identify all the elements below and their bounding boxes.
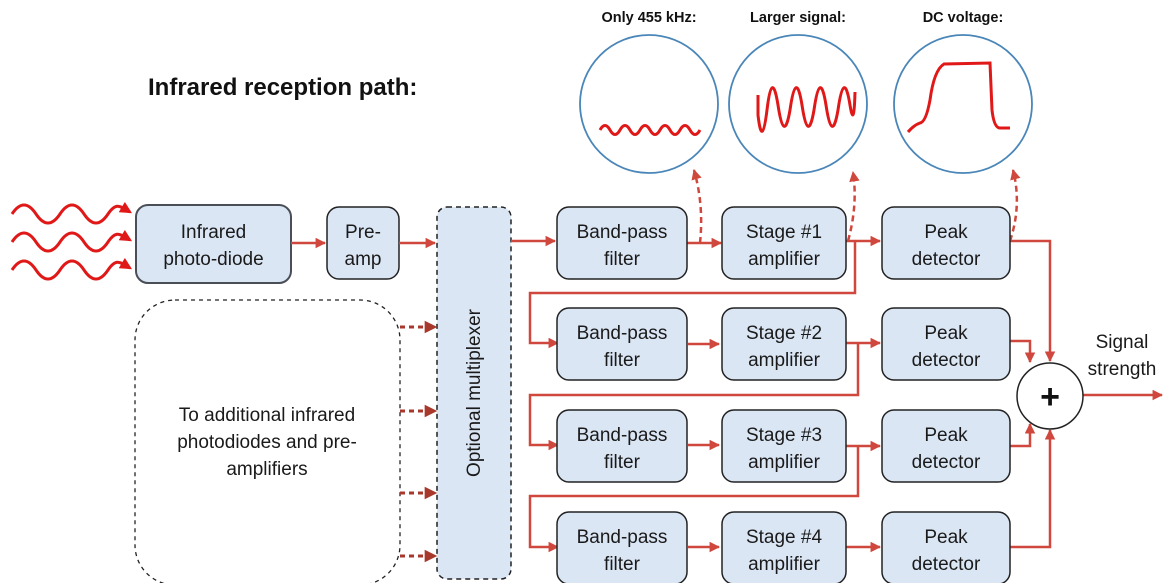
additional-input-arrows bbox=[400, 320, 438, 563]
amplifier-block-2: Stage #2 amplifier bbox=[721, 307, 847, 381]
scope-larger-signal-title: Larger signal: bbox=[750, 10, 846, 26]
peak-detector-block-box bbox=[881, 409, 1011, 483]
peak-detector-block-4: Peak detector bbox=[881, 511, 1011, 583]
additional-label-line1: To additional infrared bbox=[179, 405, 355, 426]
amplifier-block-label-line1: Stage #3 bbox=[746, 425, 822, 446]
bandpass-filter-block-label-line1: Band-pass bbox=[577, 323, 668, 344]
amplifier-block-label-line1: Stage #4 bbox=[746, 527, 822, 548]
peak-detector-block-box bbox=[881, 206, 1011, 280]
photodiode-block: Infrared photo-diode bbox=[135, 204, 292, 284]
scope-dc-voltage-title: DC voltage: bbox=[923, 10, 1004, 26]
photodiode-label-line2: photo-diode bbox=[163, 249, 263, 270]
output-label-line2: strength bbox=[1088, 359, 1157, 380]
large-wave-icon bbox=[756, 86, 857, 133]
peak-detector-block-label-line1: Peak bbox=[924, 323, 968, 344]
signal-path bbox=[291, 235, 1164, 553]
additional-label-line3: amplifiers bbox=[226, 459, 307, 480]
bandpass-filter-block-box bbox=[556, 511, 688, 583]
multiplexer-block: Optional multiplexer bbox=[436, 206, 512, 580]
additional-photodiodes-block: To additional infrared photodiodes and p… bbox=[134, 299, 401, 583]
amplifier-block-4: Stage #4 amplifier bbox=[721, 511, 847, 583]
summer-block: + bbox=[1016, 362, 1084, 430]
peak-detector-block-box bbox=[881, 307, 1011, 381]
bandpass-filter-block-3: Band-pass filter bbox=[556, 409, 688, 483]
bandpass-filter-block-label-line1: Band-pass bbox=[577, 222, 668, 243]
preamp-block: Pre- amp bbox=[326, 206, 400, 280]
photodiode-label-line1: Infrared bbox=[181, 222, 246, 243]
bandpass-filter-block-label-line2: filter bbox=[604, 249, 641, 270]
amplifier-block-label-line2: amplifier bbox=[748, 350, 820, 371]
bandpass-filter-block-box bbox=[556, 206, 688, 280]
peak-detector-block-label-line1: Peak bbox=[924, 425, 968, 446]
output-label-line1: Signal bbox=[1096, 332, 1149, 353]
amplifier-block-box bbox=[721, 511, 847, 583]
amplifier-block-box bbox=[721, 206, 847, 280]
bandpass-filter-block-box bbox=[556, 307, 688, 381]
peak-detector-block-label-line2: detector bbox=[912, 554, 981, 575]
preamp-label-line1: Pre- bbox=[345, 222, 381, 243]
additional-label-line2: photodiodes and pre- bbox=[177, 432, 357, 453]
probe-arrows bbox=[691, 168, 1021, 244]
amplifier-block-label-line1: Stage #1 bbox=[746, 222, 822, 243]
peak-detector-block-label-line1: Peak bbox=[924, 222, 968, 243]
peak-detector-block-label-line2: detector bbox=[912, 350, 981, 371]
bandpass-filter-block-box bbox=[556, 409, 688, 483]
scope-455khz-title: Only 455 kHz: bbox=[601, 10, 696, 26]
amplifier-block-label-line1: Stage #2 bbox=[746, 323, 822, 344]
bandpass-filter-block-2: Band-pass filter bbox=[556, 307, 688, 381]
preamp-label-line2: amp bbox=[345, 249, 382, 270]
amplifier-block-1: Stage #1 amplifier bbox=[721, 206, 847, 280]
dc-envelope-icon bbox=[906, 61, 1010, 133]
peak-detector-block-label-line2: detector bbox=[912, 249, 981, 270]
bandpass-filter-block-label-line2: filter bbox=[604, 452, 641, 473]
amplifier-block-box bbox=[721, 307, 847, 381]
bandpass-filter-block-label-line1: Band-pass bbox=[577, 527, 668, 548]
peak-detector-block-1: Peak detector bbox=[881, 206, 1011, 280]
bandpass-filter-block-label-line2: filter bbox=[604, 350, 641, 371]
scope-dc-voltage: DC voltage: bbox=[893, 10, 1033, 174]
bandpass-filter-block-4: Band-pass filter bbox=[556, 511, 688, 583]
amplifier-block-box bbox=[721, 409, 847, 483]
peak-detector-block-2: Peak detector bbox=[881, 307, 1011, 381]
multiplexer-label: Optional multiplexer bbox=[464, 308, 485, 477]
peak-detector-block-label-line2: detector bbox=[912, 452, 981, 473]
scope-larger-signal: Larger signal: bbox=[728, 10, 868, 174]
small-wave-icon bbox=[598, 124, 702, 136]
amplifier-block-label-line2: amplifier bbox=[748, 452, 820, 473]
amplifier-block-3: Stage #3 amplifier bbox=[721, 409, 847, 483]
bandpass-filter-block-1: Band-pass filter bbox=[556, 206, 688, 280]
bandpass-filter-block-label-line2: filter bbox=[604, 554, 641, 575]
amplifier-block-label-line2: amplifier bbox=[748, 554, 820, 575]
infrared-waves-icon bbox=[10, 201, 133, 281]
amplifier-block-label-line2: amplifier bbox=[748, 249, 820, 270]
peak-detector-block-box bbox=[881, 511, 1011, 583]
plus-icon: + bbox=[1040, 378, 1060, 416]
scope-455khz: Only 455 kHz: bbox=[579, 10, 719, 174]
peak-detector-block-3: Peak detector bbox=[881, 409, 1011, 483]
peak-detector-block-label-line1: Peak bbox=[924, 527, 968, 548]
bandpass-filter-block-label-line1: Band-pass bbox=[577, 425, 668, 446]
diagram-title: Infrared reception path: bbox=[148, 74, 417, 101]
